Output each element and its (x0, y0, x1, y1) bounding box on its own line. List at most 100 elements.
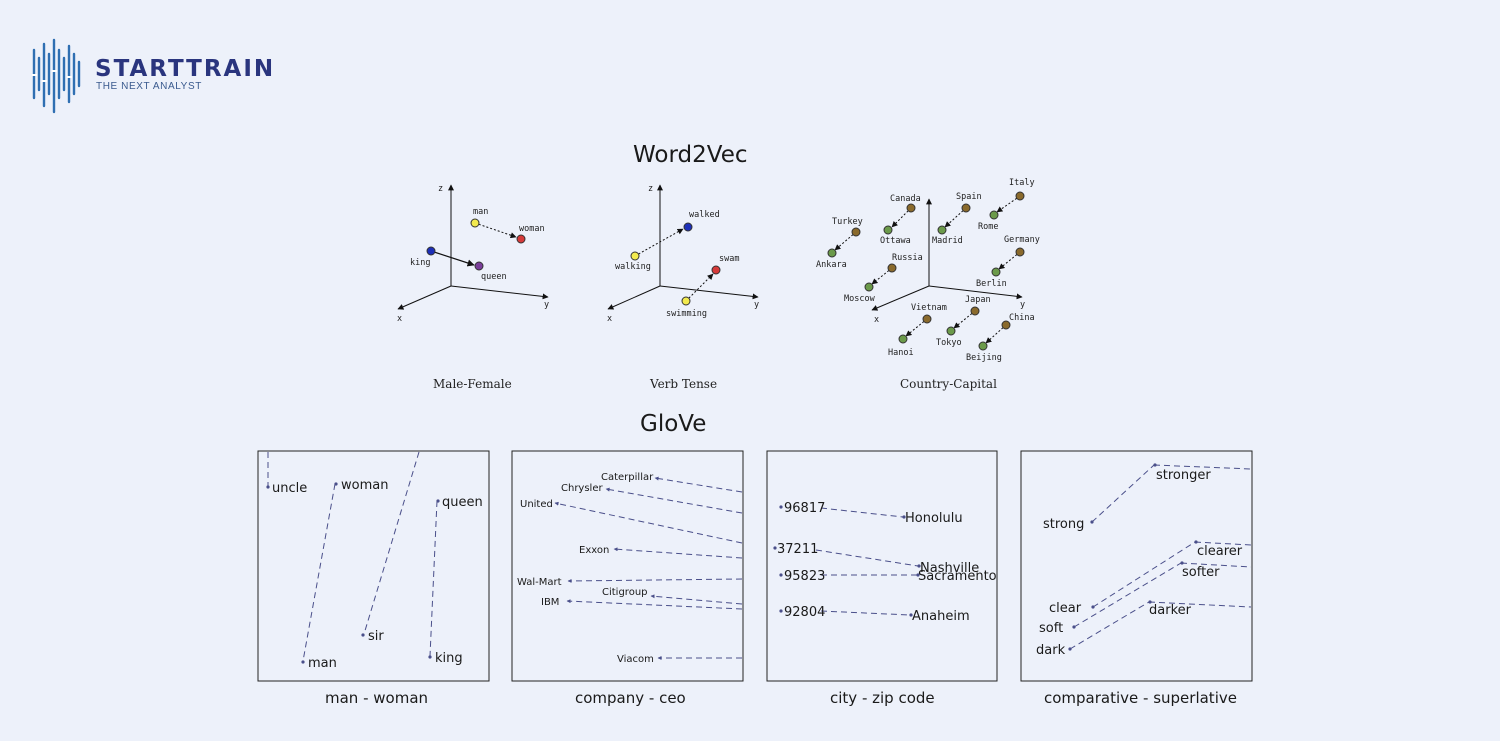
word-label: Russia (892, 253, 923, 263)
point-soft (1072, 625, 1076, 629)
word-label: darker (1149, 603, 1192, 618)
word-label: Berlin (976, 279, 1007, 289)
point-berlin (991, 267, 1001, 277)
vector-anaheim (820, 610, 911, 616)
vector-japan-tokyo (953, 310, 976, 329)
vector-exxon (613, 547, 743, 559)
point-queen (436, 499, 440, 503)
vector-darker-edge (1148, 601, 1252, 608)
y-axis (450, 285, 549, 300)
word-label: 37211 (777, 542, 818, 557)
point-ankara (827, 248, 837, 258)
vector-walking-walked (634, 228, 684, 257)
word-label: queen (442, 495, 483, 510)
vector-queen-king (429, 500, 438, 657)
word-label: walked (689, 210, 720, 220)
point-woman (516, 234, 526, 244)
word-label: uncle (272, 481, 307, 496)
glove-title: GloVe (640, 411, 707, 437)
word-label: swam (719, 254, 739, 264)
word2vec-title: Word2Vec (633, 142, 748, 168)
point-swimming (681, 296, 691, 306)
word-label: man (308, 656, 337, 671)
glove-panel-city-zip: 96817 Honolulu 37211 Nashville 95823 Sac… (766, 450, 998, 707)
point-stronger (1153, 463, 1157, 467)
word-label: walking (615, 262, 651, 272)
y-axis (928, 285, 1023, 300)
glove-panel-man-woman: uncle woman queen sir man king man - wom… (257, 450, 490, 707)
w2v-caption: Verb Tense (649, 377, 717, 391)
point-man (470, 218, 480, 228)
word-label: China (1009, 313, 1035, 323)
word-label: woman (519, 224, 545, 234)
word-label: king (410, 258, 430, 268)
panel-frame (257, 450, 490, 682)
vector-chrysler (605, 487, 743, 514)
logo-tagline: THE NEXT ANALYST (96, 81, 202, 92)
vector-caterpillar (654, 476, 743, 493)
word-label: Wal-Mart (517, 577, 562, 588)
word-label: Germany (1004, 235, 1040, 245)
word-label: 95823 (784, 569, 825, 584)
vector-sir (363, 451, 420, 635)
vector-spain-madrid (944, 207, 967, 228)
word-label: Ottawa (880, 236, 911, 246)
glove-caption: comparative - superlative (1044, 689, 1237, 707)
vector-woman-man (302, 483, 336, 662)
word-label: Rome (978, 222, 998, 232)
vector-soft-softer (1073, 562, 1182, 628)
panel-frame (766, 450, 998, 682)
vector-turkey-ankara (834, 231, 857, 251)
axis-label-y: y (1020, 300, 1025, 310)
point-sacramento (916, 573, 920, 577)
panel-frame (1020, 450, 1253, 682)
word-label: king (435, 651, 463, 666)
vector-dark-darker (1069, 601, 1150, 650)
axis-label-z: z (648, 184, 653, 194)
logo-name: STARTTRAIN (95, 56, 276, 82)
word-label: sir (368, 629, 384, 644)
word-label: clear (1049, 601, 1082, 616)
point-moscow (864, 282, 874, 292)
vector-man-woman (474, 222, 517, 239)
point-uncle (266, 485, 270, 489)
word-label: Chrysler (561, 483, 603, 494)
word-label: Exxon (579, 545, 609, 556)
point-clearer (1194, 540, 1198, 544)
vector-stronger-edge (1153, 464, 1252, 470)
point-clear (1091, 605, 1095, 609)
w2v-caption: Male-Female (433, 377, 512, 391)
word-label: Ankara (816, 260, 847, 270)
glove-caption: company - ceo (575, 689, 686, 707)
point-sir (361, 633, 365, 637)
point-italy (1015, 191, 1025, 201)
word-label: Spain (956, 192, 982, 202)
point-turkey (851, 227, 861, 237)
word-label: 96817 (784, 501, 825, 516)
point-germany (1015, 247, 1025, 257)
word-label: Anaheim (912, 609, 970, 624)
point-woman (334, 482, 338, 486)
vector-united (554, 501, 743, 544)
point-95823 (779, 573, 783, 577)
word-label: Vietnam (911, 303, 947, 313)
word-label: clearer (1197, 544, 1243, 559)
point-ottawa (883, 225, 893, 235)
vector-clear-clearer (1092, 541, 1196, 608)
word-label: Sacramento (918, 569, 997, 584)
point-king (428, 655, 432, 659)
w2v-caption: Country-Capital (900, 377, 997, 391)
point-russia (887, 263, 897, 273)
w2v-panel-country-capital: y x Canada Ottawa Spain Madrid Italy (816, 178, 1040, 391)
word-label: Moscow (844, 294, 876, 304)
word-label: softer (1182, 565, 1220, 580)
axis-label-x: x (874, 315, 879, 325)
point-37211 (773, 546, 777, 550)
point-hanoi (898, 334, 908, 344)
vector-walmart (567, 578, 743, 583)
vector-nashville (815, 549, 919, 567)
word-label: Madrid (932, 236, 963, 246)
vector-ibm (566, 599, 743, 610)
point-darker (1148, 600, 1152, 604)
